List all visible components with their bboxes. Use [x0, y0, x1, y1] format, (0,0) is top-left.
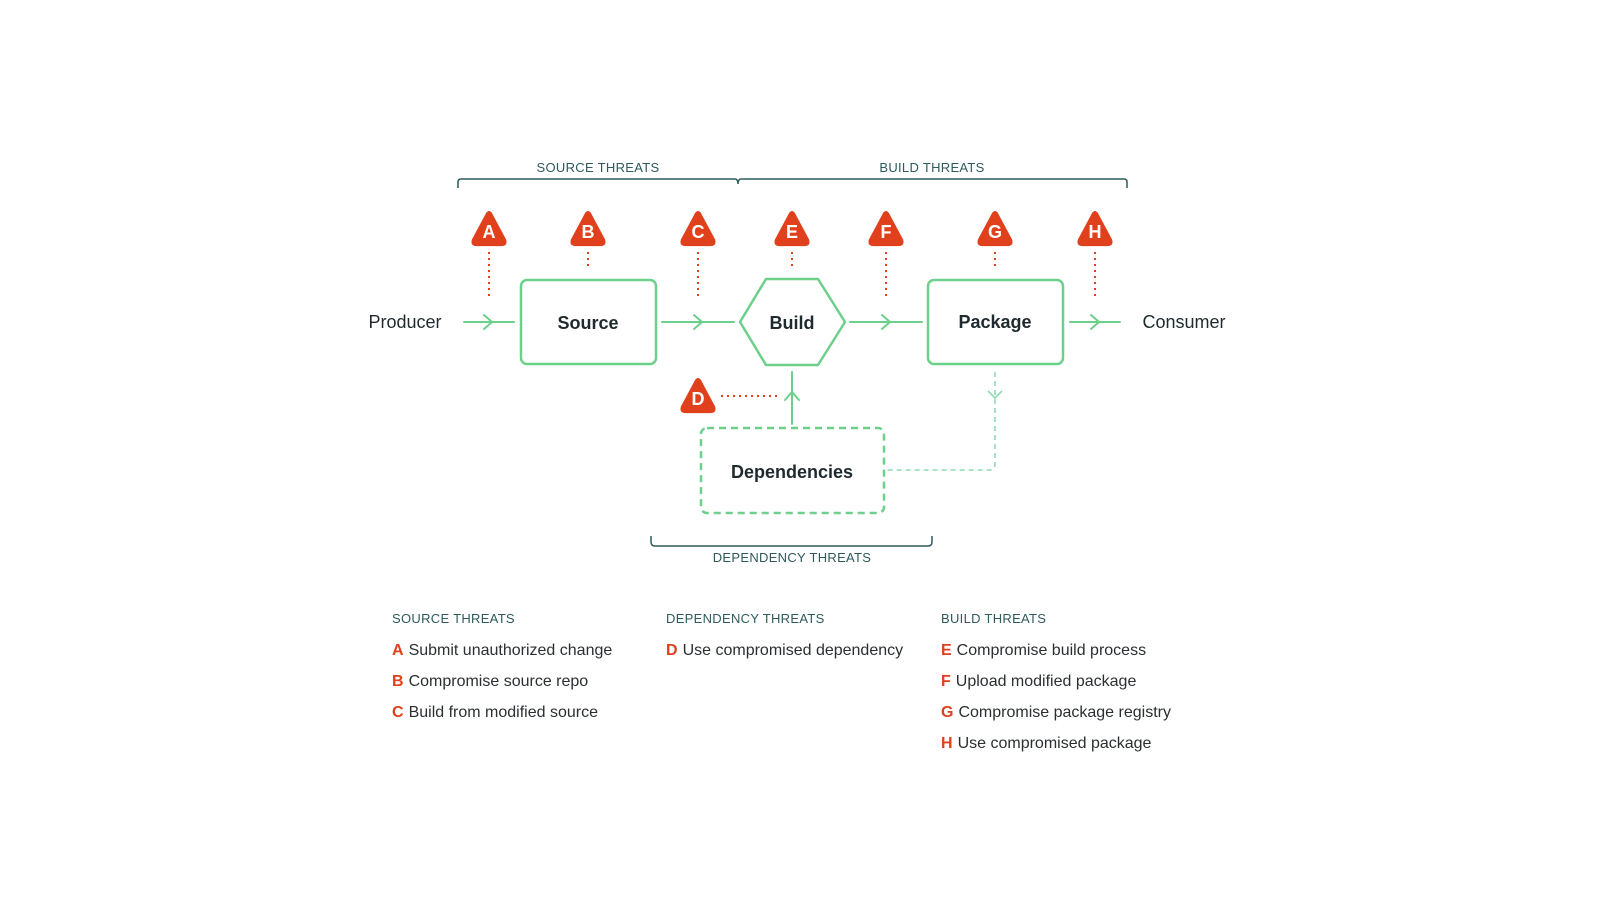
legend-text: Use compromised dependency [682, 642, 904, 659]
arrow-build-to-package [849, 314, 923, 330]
source-node [519, 278, 658, 366]
arrow-producer-to-source [463, 314, 515, 330]
legend-letter: H [941, 735, 953, 752]
legend-text: Upload modified package [955, 673, 1137, 690]
legend-letter: F [941, 673, 951, 690]
package-node [926, 278, 1065, 366]
legend-text: Compromise source repo [408, 673, 589, 690]
legend-text: Submit unauthorized change [408, 642, 613, 659]
legend-letter: D [666, 642, 678, 659]
legend-heading-dependency: DEPENDENCY THREATS [666, 611, 825, 626]
source-node-label: Source [557, 313, 618, 333]
legend-text: Build from modified source [408, 704, 598, 721]
svg-text:H: H [1089, 222, 1102, 242]
legend-letter: B [392, 673, 404, 690]
svg-text:D: D [692, 389, 705, 409]
arrow-dependencies-to-build [784, 371, 800, 425]
package-dependency-arrowhead [987, 390, 1003, 400]
threat-marker-g: G [977, 210, 1013, 247]
dependencies-node-label: Dependencies [731, 462, 853, 482]
arrow-source-to-build [661, 314, 735, 330]
consumer-label: Consumer [1142, 312, 1225, 332]
threat-marker-h: H [1077, 210, 1113, 247]
legend-text: Use compromised package [957, 735, 1152, 752]
package-node-label: Package [958, 312, 1031, 332]
legend-letter: G [941, 704, 954, 721]
svg-text:C: C [692, 222, 705, 242]
flow-arrows [463, 314, 1121, 425]
threat-marker-a: A [471, 210, 507, 247]
dependency-threats-label: DEPENDENCY THREATS [713, 550, 872, 565]
legend-text: Compromise package registry [958, 704, 1171, 721]
arrow-package-to-consumer [1069, 314, 1121, 330]
threat-marker-e: E [774, 210, 810, 247]
svg-text:G: G [988, 222, 1002, 242]
build-threats-label: BUILD THREATS [879, 160, 984, 175]
producer-label: Producer [368, 312, 441, 332]
build-node-label: Build [770, 313, 815, 333]
source-threats-bracket [457, 178, 1128, 188]
build-node [738, 277, 847, 367]
dependency-threats-bracket [650, 536, 933, 547]
threat-connectors [488, 252, 1096, 397]
legend-text: Compromise build process [956, 642, 1147, 659]
legend-letter: C [392, 704, 404, 721]
svg-text:B: B [582, 222, 595, 242]
dependencies-node [699, 426, 886, 515]
threat-marker-c: C [680, 210, 716, 247]
arrow-package-to-dependencies [886, 372, 996, 471]
legend-heading-build: BUILD THREATS [941, 611, 1047, 626]
legend-heading-source: SOURCE THREATS [392, 611, 515, 626]
svg-text:E: E [786, 222, 798, 242]
threat-marker-f: F [868, 210, 904, 247]
legend-letter: E [941, 642, 952, 659]
svg-text:F: F [881, 222, 892, 242]
svg-text:A: A [483, 222, 496, 242]
threat-marker-b: B [570, 210, 606, 247]
legend-letter: A [392, 642, 404, 659]
threat-marker-d: D [680, 377, 716, 414]
source-threats-label: SOURCE THREATS [537, 160, 660, 175]
